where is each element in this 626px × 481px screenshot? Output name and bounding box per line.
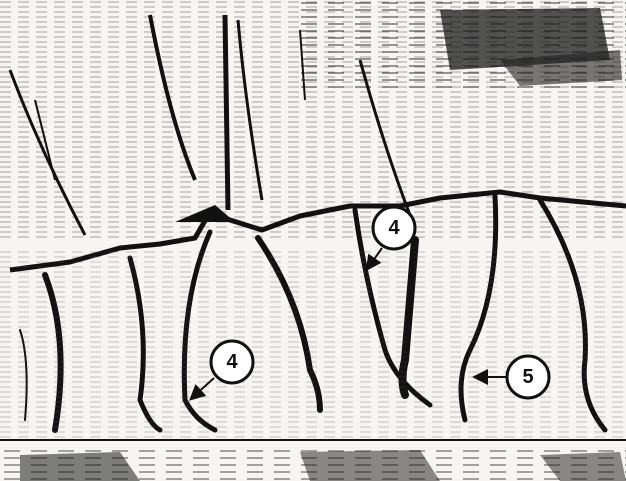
callout-label: 5	[522, 366, 533, 388]
upper-grain-band	[0, 0, 626, 240]
callout-label: 4	[226, 351, 238, 373]
bottom-strip	[0, 448, 626, 481]
lower-grain-band	[0, 250, 626, 440]
callout-label: 4	[388, 217, 400, 239]
